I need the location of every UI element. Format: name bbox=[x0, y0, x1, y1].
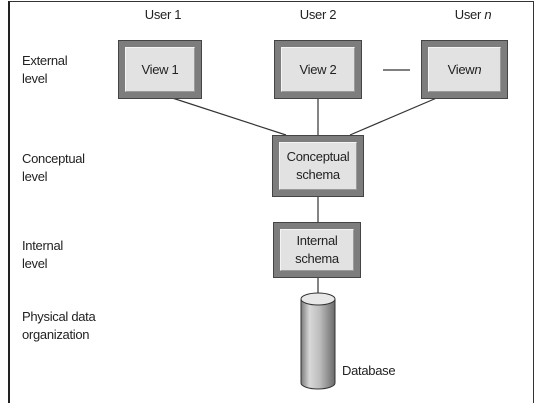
line-view1-to-conceptual bbox=[159, 93, 287, 136]
user-1-label: User 1 bbox=[144, 7, 182, 22]
line-viewn-to-conceptual bbox=[349, 93, 447, 136]
view-n-text: View n bbox=[428, 47, 501, 92]
physical-data-organization-label: Physical data organization bbox=[22, 309, 96, 342]
internal-schema-text: Internal schema bbox=[280, 229, 354, 271]
view-1-box: View 1 bbox=[118, 40, 202, 99]
diagram-frame bbox=[8, 1, 534, 403]
database-cylinder bbox=[300, 292, 336, 390]
external-level-label: External level bbox=[22, 53, 68, 86]
internal-schema-box: Internal schema bbox=[273, 222, 361, 278]
conceptual-level-label: Conceptual level bbox=[22, 151, 85, 184]
user-2-label: User 2 bbox=[299, 7, 337, 22]
conceptual-schema-box: Conceptual schema bbox=[272, 135, 364, 197]
view-2-text: View 2 bbox=[281, 47, 355, 92]
italic-n: n bbox=[484, 7, 492, 22]
database-label: Database bbox=[342, 363, 396, 378]
view-1-text: View 1 bbox=[125, 47, 195, 92]
italic-n: n bbox=[474, 61, 482, 77]
view-2-box: View 2 bbox=[274, 40, 362, 99]
internal-level-label: Internal level bbox=[22, 238, 63, 271]
user-n-label: User n bbox=[454, 7, 492, 22]
conceptual-schema-text: Conceptual schema bbox=[279, 142, 357, 190]
view-n-box: View n bbox=[421, 40, 508, 99]
